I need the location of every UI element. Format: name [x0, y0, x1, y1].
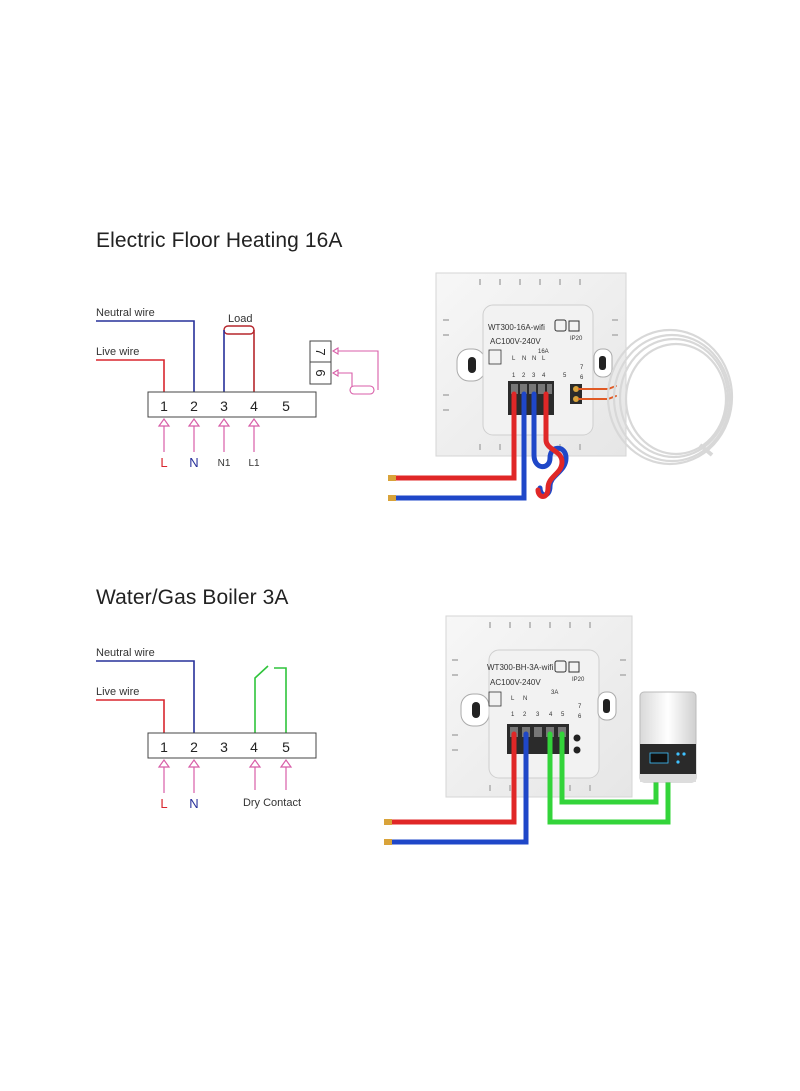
boiler-terminal-5: 5 [282, 739, 290, 755]
terminal-1: 1 [160, 398, 168, 414]
svg-text:6: 6 [580, 375, 584, 381]
device-ip-label: IP20 [570, 336, 583, 342]
svg-text:1: 1 [512, 373, 516, 379]
floor-heating-device: WT300-16A-wifi AC100V-240V 16A IP20 L N … [388, 272, 734, 501]
device-rating-label: 16A [538, 349, 549, 355]
neutral-wire-label: Neutral wire [96, 307, 155, 319]
sensor-terminal-7: 7 [313, 348, 328, 355]
terminal-block [147, 391, 317, 418]
svg-text:N: N [522, 356, 526, 362]
label-l: L [160, 455, 167, 470]
boiler-device-terminal-letters: L N [511, 696, 527, 702]
svg-text:7: 7 [580, 365, 584, 371]
device-terminal-numbers: 1 2 3 4 5 [512, 373, 567, 379]
label-n1: N1 [218, 458, 231, 469]
boiler-schematic: Neutral wire Live wire 1 2 3 4 5 L N Dry… [96, 647, 317, 811]
boiler-neutral-wire [96, 660, 195, 733]
dry-contact-label: Dry Contact [243, 797, 301, 809]
svg-text:N: N [532, 356, 536, 362]
svg-text:2: 2 [522, 373, 526, 379]
boiler-cables [387, 731, 671, 845]
boiler-terminal-1: 1 [160, 739, 168, 755]
sensor-wires [331, 347, 379, 395]
ce-mark-icon [554, 319, 567, 332]
boiler-label-n: N [189, 796, 198, 811]
svg-text:2: 2 [523, 712, 527, 718]
floor-heating-cables [391, 385, 617, 501]
boiler-unit-icon [639, 691, 697, 783]
svg-text:6: 6 [578, 714, 582, 720]
weee-icon [488, 349, 502, 365]
svg-text:1: 1 [511, 712, 515, 718]
svg-text:N: N [523, 696, 527, 702]
terminal-2: 2 [190, 398, 198, 414]
svg-text:3: 3 [536, 712, 540, 718]
label-n: N [189, 455, 198, 470]
boiler-terminal-3: 3 [220, 739, 228, 755]
terminal-3: 3 [220, 398, 228, 414]
dry-contact-switch [254, 665, 269, 733]
device-voltage-label: AC100V-240V [490, 337, 541, 346]
boiler-neutral-wire-label: Neutral wire [96, 647, 155, 659]
label-l1: L1 [248, 458, 260, 469]
svg-text:L: L [511, 696, 515, 702]
neutral-wire [96, 320, 195, 392]
svg-text:4: 4 [542, 373, 546, 379]
svg-text:4: 4 [549, 712, 553, 718]
boiler-terminal-2: 2 [190, 739, 198, 755]
svg-text:7: 7 [578, 704, 582, 710]
svg-text:L: L [542, 356, 546, 362]
boiler-terminal-4: 4 [250, 739, 258, 755]
svg-text:5: 5 [561, 712, 565, 718]
live-wire-label: Live wire [96, 346, 139, 358]
input-arrows [157, 417, 261, 452]
boiler-device-terminal-numbers: 1 2 3 4 5 [511, 712, 565, 718]
dry-contact-wire [274, 667, 287, 733]
boiler-panel-vents [452, 622, 626, 791]
terminal-5: 5 [282, 398, 290, 414]
svg-text:3: 3 [532, 373, 536, 379]
section-title-floor-heating: Electric Floor Heating 16A [96, 229, 343, 252]
section-title-boiler: Water/Gas Boiler 3A [96, 586, 289, 609]
live-wire [96, 359, 165, 392]
device-sensor-numbers: 7 6 [580, 365, 584, 381]
boiler-device-model-label: WT300-BH-3A-wifi [487, 663, 553, 672]
boiler-device: WT300-BH-3A-wifi AC100V-240V 3A IP20 L N… [384, 615, 697, 845]
boiler-device-voltage-label: AC100V-240V [490, 678, 541, 687]
load-label: Load [228, 313, 252, 325]
panel-vents [443, 279, 618, 450]
boiler-terminal-block [147, 732, 317, 759]
boiler-class2-icon [568, 661, 580, 673]
class2-icon [568, 320, 580, 332]
boiler-device-ip-label: IP20 [572, 677, 585, 683]
boiler-device-rating-label: 3A [551, 690, 558, 696]
boiler-input-arrows [157, 758, 293, 793]
boiler-ce-mark-icon [554, 660, 567, 673]
boiler-live-wire-label: Live wire [96, 686, 139, 698]
svg-text:L: L [512, 356, 516, 362]
load-element [223, 325, 255, 335]
boiler-label-l: L [160, 796, 167, 811]
boiler-device-sensor-numbers: 7 6 [578, 704, 582, 720]
device-terminal-letters: L N N L [512, 356, 546, 362]
device-model-label: WT300-16A-wifi [488, 323, 545, 332]
boiler-weee-icon [488, 691, 502, 707]
sensor-terminal-6: 6 [313, 369, 328, 376]
floor-sensor-coil [606, 328, 734, 466]
svg-text:5: 5 [563, 373, 567, 379]
terminal-4: 4 [250, 398, 258, 414]
boiler-live-wire [96, 699, 165, 733]
floor-heating-schematic: Neutral wire Live wire Load 1 2 3 4 5 L … [96, 307, 379, 470]
